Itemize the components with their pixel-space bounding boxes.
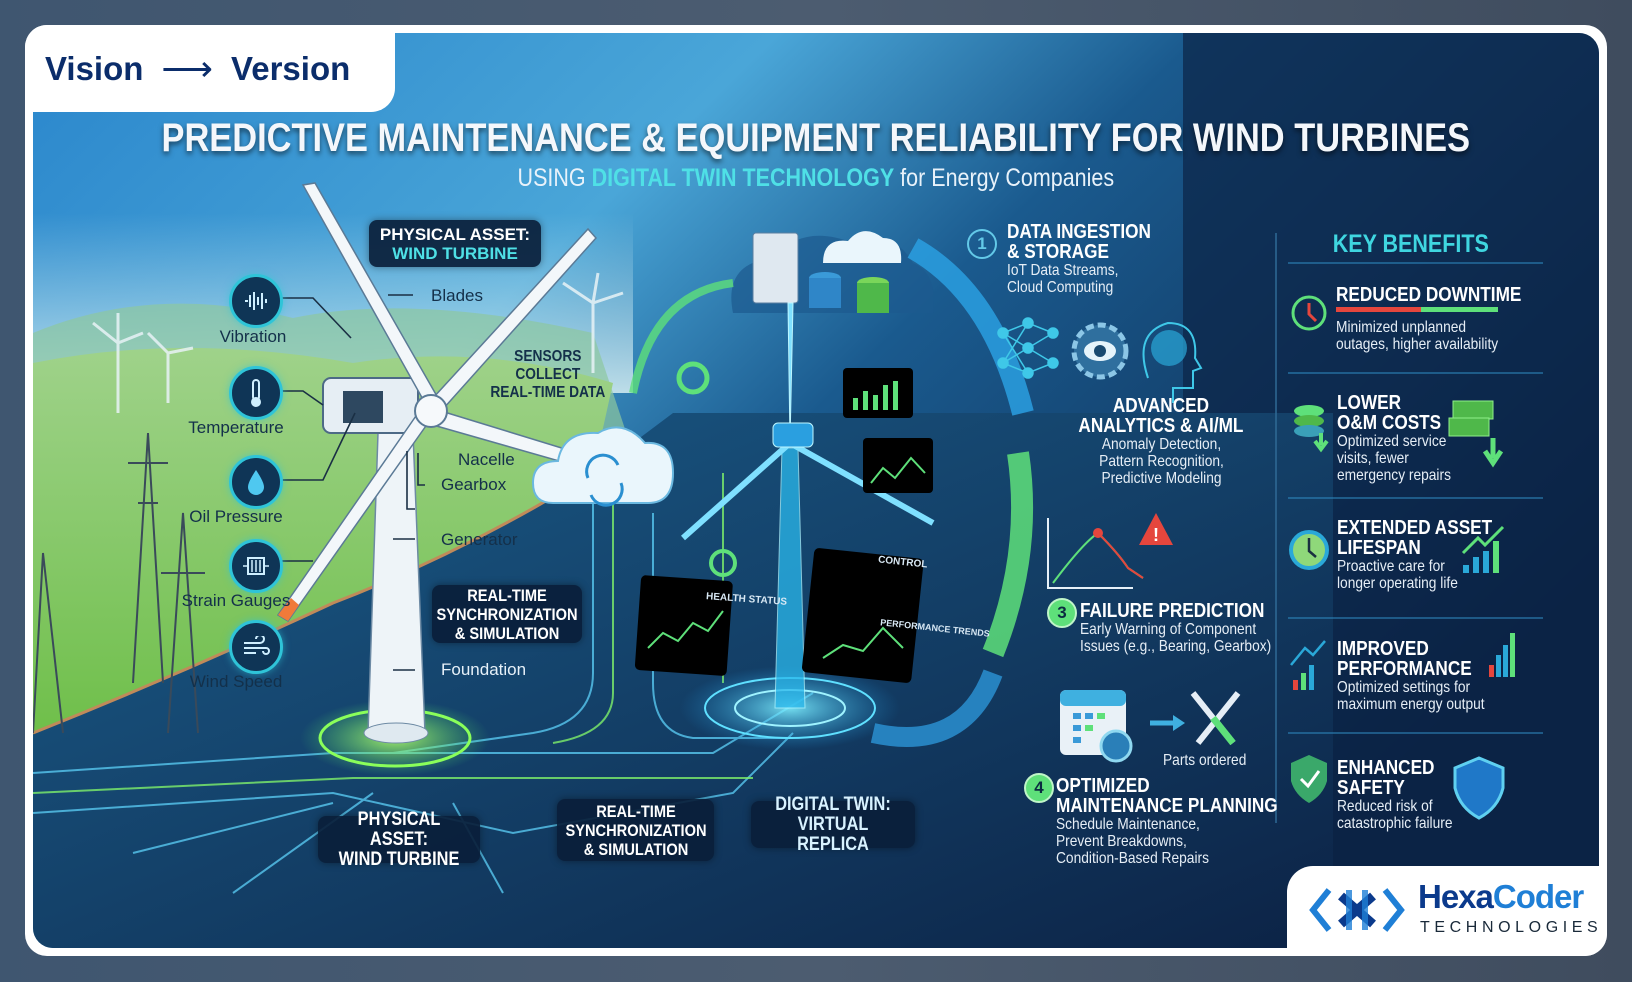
benefit-improved-performance: IMPROVED PERFORMANCE Optimized settings … [1337,639,1509,713]
benefit-reduced-downtime: REDUCED DOWNTIME Minimized unplanned out… [1336,285,1552,353]
step-maintenance-planning: OPTIMIZED MAINTENANCE PLANNING Schedule … [1056,776,1314,867]
step-title: ADVANCED ANALYTICS & AI/ML [1078,395,1244,437]
benefit-title: ENHANCED SAFETY [1337,757,1435,799]
step-title: OPTIMIZED MAINTENANCE PLANNING [1056,775,1278,817]
benefit-title: IMPROVED PERFORMANCE [1337,638,1472,680]
benefit-title: LOWER O&M COSTS [1337,392,1442,434]
benefit-desc: Minimized unplanned outages, higher avai… [1336,319,1499,353]
part-label-foundation: Foundation [441,660,527,679]
logo-wordmark: HexaCoder [1418,878,1584,915]
subtitle-highlight: DIGITAL TWIN TECHNOLOGY [591,164,895,192]
benefit-desc: Reduced risk of catastrophic failure [1337,798,1453,832]
step-number-1: 1 [967,229,997,259]
step-desc: IoT Data Streams, Cloud Computing [1007,262,1119,296]
benefit-title: EXTENDED ASSET LIFESPAN [1337,517,1493,559]
benefit-lower-costs: LOWER O&M COSTS Optimized service visits… [1337,393,1470,484]
step-title: DATA INGESTION & STORAGE [1007,221,1151,263]
subtitle-prefix: USING [517,164,592,192]
bottom-asset-text: PHYSICAL ASSET: WIND TURBINE [338,808,460,870]
logo-subtitle: TECHNOLOGIES [1420,919,1603,936]
strain-gauge-icon [229,539,283,593]
step-desc: Anomaly Detection, Pattern Recognition, … [1098,436,1224,487]
wind-icon [229,620,283,674]
key-benefits-heading: KEY BENEFITS [1311,230,1511,259]
part-label-nacelle: Nacelle [458,450,515,469]
digital-twin-label: DIGITAL TWIN: VIRTUAL REPLICA [751,794,915,854]
step-desc: Early Warning of Component Issues (e.g.,… [1080,621,1272,655]
sync-label-upper-text: REAL-TIME SYNCHRONIZATION & SIMULATION [436,585,578,643]
benefit-desc: Optimized settings for maximum energy ou… [1337,679,1485,713]
sync-label-lower: REAL-TIME SYNCHRONIZATION & SIMULATION [557,799,714,861]
key-benefits-text: KEY BENEFITS [1332,230,1490,258]
parts-ordered-text: Parts ordered [1163,752,1247,769]
hexacoder-logo-icon [1309,888,1405,932]
part-label-gearbox: Gearbox [441,475,507,494]
part-label-blades: Blades [431,286,483,305]
sensor-label-strain-gauges: Strain Gauges [181,591,291,610]
logo-hexa: Hexa [1418,878,1494,915]
page-title: PREDICTIVE MAINTENANCE & EQUIPMENT RELIA… [0,116,1632,161]
benefit-extended-lifespan: EXTENDED ASSET LIFESPAN Proactive care f… [1337,518,1517,592]
step-data-ingestion: DATA INGESTION & STORAGE IoT Data Stream… [1007,222,1174,296]
parts-ordered-label: Parts ordered [1163,752,1260,769]
step-advanced-analytics: ADVANCED ANALYTICS & AI/ML Anomaly Detec… [1061,396,1261,487]
step-desc: Schedule Maintenance, Prevent Breakdowns… [1056,816,1209,867]
sensor-label-oil-pressure: Oil Pressure [189,507,283,526]
step-number-4: 4 [1024,773,1054,803]
subtitle-suffix: for Energy Companies [894,164,1115,192]
vibration-icon [229,274,283,328]
step-failure-prediction: FAILURE PREDICTION Early Warning of Comp… [1080,601,1302,655]
digital-twin-text: DIGITAL TWIN: VIRTUAL REPLICA [775,793,891,855]
sensor-label-wind-speed: Wind Speed [189,672,283,691]
oil-drop-icon [229,455,283,509]
page-subtitle: USING DIGITAL TWIN TECHNOLOGY for Energy… [0,164,1632,193]
sensors-caption-text: SENSORS COLLECT REAL-TIME DATA [490,348,606,401]
benefit-desc: Optimized service visits, fewer emergenc… [1337,433,1451,484]
arrow-right-icon: ⟶ [161,47,214,89]
benefit-enhanced-safety: ENHANCED SAFETY Reduced risk of catastro… [1337,758,1471,832]
part-label-generator: Generator [441,530,518,549]
physical-asset-label: PHYSICAL ASSET: WIND TURBINE [369,220,541,267]
logo-tab [1287,866,1607,956]
step-title: FAILURE PREDICTION [1080,600,1265,622]
sensor-label-vibration: Vibration [219,327,287,346]
asset-label-line2: WIND TURBINE [392,243,518,263]
sync-label-upper: REAL-TIME SYNCHRONIZATION & SIMULATION [432,585,582,643]
step-number-3: 3 [1047,598,1077,628]
sync-label-lower-text: REAL-TIME SYNCHRONIZATION & SIMULATION [564,801,707,859]
physical-asset-label-bottom: PHYSICAL ASSET: WIND TURBINE [318,809,480,869]
svg-text:!: ! [1153,525,1159,545]
vision-version-tag: Vision ⟶ Version [25,25,395,112]
benefit-desc: Proactive care for longer operating life [1337,558,1458,592]
tag-version: Version [231,49,351,87]
benefit-title: REDUCED DOWNTIME [1336,284,1522,306]
subtitle-text: USING DIGITAL TWIN TECHNOLOGY for Energy… [518,164,1115,193]
thermometer-icon [229,366,283,420]
logo-coder: Coder [1492,878,1584,915]
sensor-label-temperature: Temperature [188,418,284,437]
asset-label-line1: PHYSICAL ASSET: [379,224,531,244]
sensors-caption: SENSORS COLLECT REAL-TIME DATA [478,348,618,402]
title-text: PREDICTIVE MAINTENANCE & EQUIPMENT RELIA… [161,116,1471,160]
tag-vision: Vision [45,49,144,87]
